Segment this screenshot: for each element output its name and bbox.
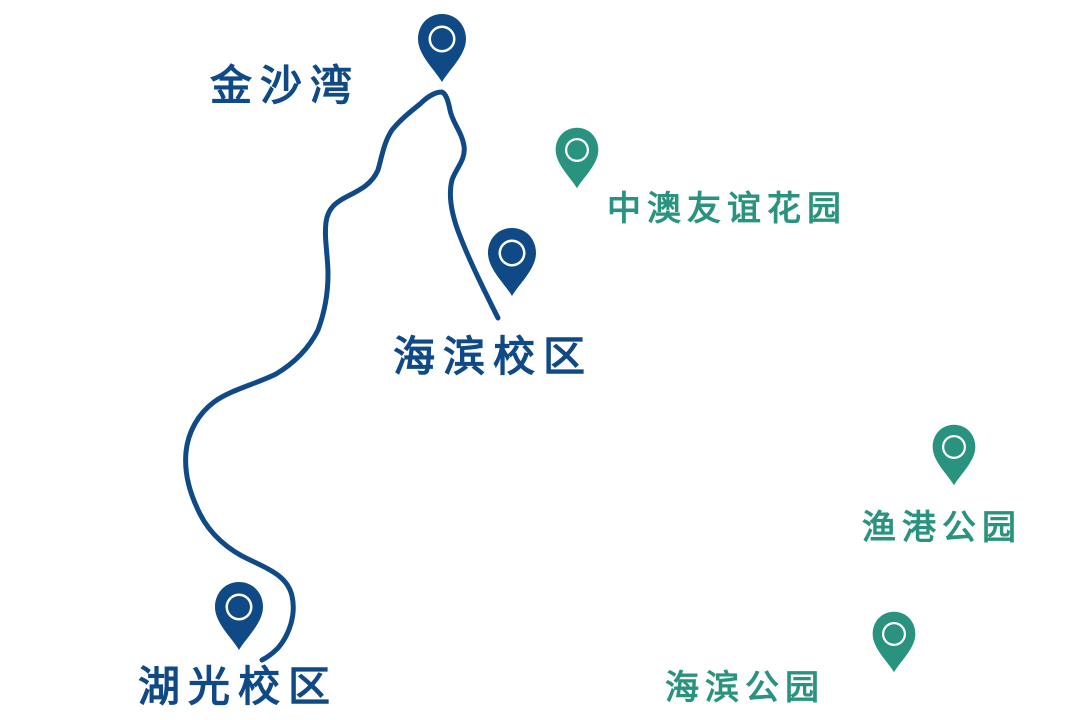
map-pin-icon: [555, 127, 599, 189]
map-pin-icon[interactable]: [211, 580, 267, 652]
route-path: [183, 89, 501, 663]
map-pin-icon: [418, 14, 466, 82]
map-pin-icon: [872, 611, 916, 673]
place-label-haibin-campus: 海滨校区: [393, 332, 594, 381]
place-label-huguang-campus: 湖光校区: [138, 662, 339, 711]
place-label-yugang-park: 渔港公园: [862, 508, 1022, 548]
map-pin-icon: [488, 228, 536, 296]
place-label-haibin-park: 海滨公园: [665, 668, 825, 708]
map-pin-icon[interactable]: [869, 610, 919, 674]
map-pin-icon[interactable]: [414, 12, 470, 84]
map-pin-icon[interactable]: [484, 226, 540, 298]
map-pin-icon: [932, 424, 976, 486]
map-pin-icon[interactable]: [929, 423, 979, 487]
place-label-zhongao-garden: 中澳友谊花园: [607, 189, 847, 229]
place-label-jinshawan: 金沙湾: [210, 61, 361, 110]
map-pin-icon: [215, 582, 263, 650]
map-pin-icon[interactable]: [552, 126, 602, 190]
